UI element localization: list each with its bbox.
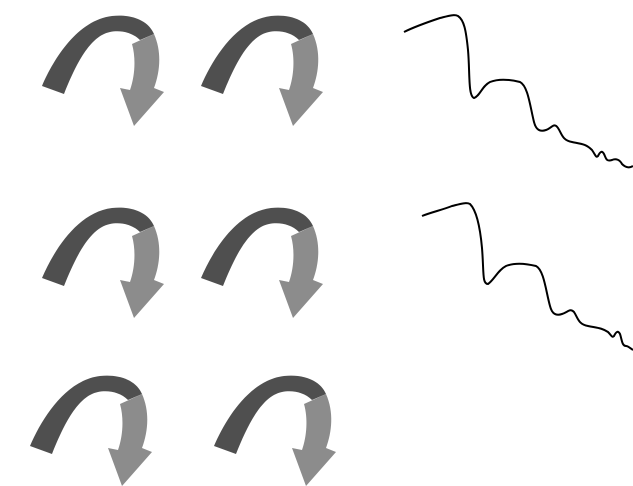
waveform-line-icon — [418, 196, 633, 366]
curved-arrow-icon — [24, 370, 154, 486]
curved-arrow-icon — [208, 370, 338, 486]
curved-arrow-icon — [195, 10, 325, 130]
curved-arrow-icon — [36, 10, 166, 130]
curved-arrow-icon — [195, 202, 325, 322]
waveform-line-icon — [400, 10, 633, 180]
curved-arrow-icon — [36, 202, 166, 322]
